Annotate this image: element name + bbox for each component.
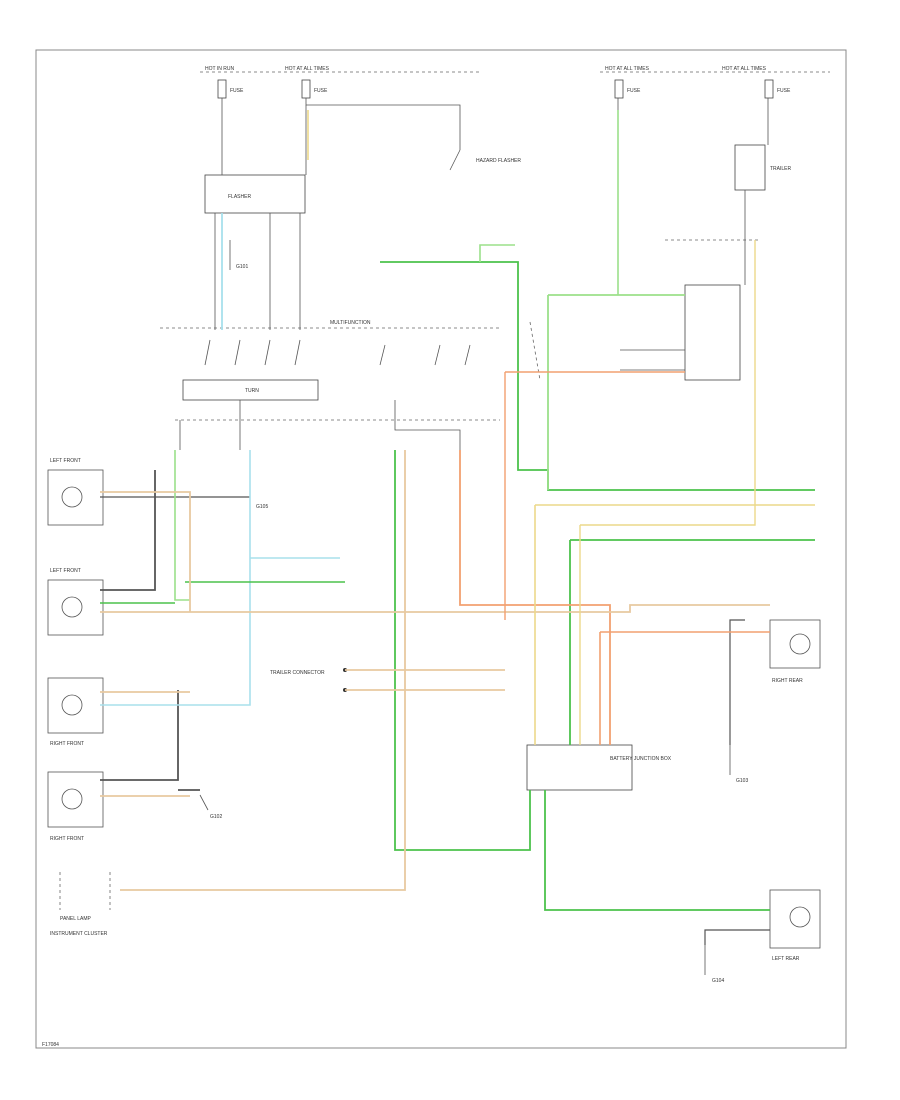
ground-g4: G104 — [704, 945, 724, 984]
right-rear-lamp: RIGHT REAR — [769, 619, 821, 684]
hazard-flasher-switch: HAZARD FLASHER — [449, 120, 521, 171]
footer-code: F17084 — [42, 1042, 59, 1048]
multifunction-switch: MULTIFUNCTION TURN — [160, 320, 500, 421]
svg-text:G102: G102 — [210, 814, 222, 820]
trailer-connector: TRAILER CONNECTOR — [270, 668, 347, 692]
ground-g5: G105 — [249, 500, 268, 510]
ground-g1: G101 — [229, 240, 248, 270]
hot-at-all-times-label-left: HOT AT ALL TIMES — [285, 66, 330, 72]
svg-text:G104: G104 — [712, 978, 724, 984]
svg-text:FUSE: FUSE — [627, 88, 641, 94]
svg-text:LEFT FRONT: LEFT FRONT — [50, 458, 81, 464]
fuse-b: FUSE — [301, 79, 328, 99]
power-header-right: HOT AT ALL TIMES HOT AT ALL TIMES — [600, 66, 830, 73]
svg-text:LEFT FRONT: LEFT FRONT — [50, 568, 81, 574]
right-front-turn-lamp: RIGHT FRONT — [47, 677, 104, 747]
svg-text:HAZARD FLASHER: HAZARD FLASHER — [476, 158, 521, 164]
svg-text:FUSE: FUSE — [314, 88, 328, 94]
hot-at-all-times-label-right-b: HOT AT ALL TIMES — [722, 66, 767, 72]
svg-text:BATTERY JUNCTION BOX: BATTERY JUNCTION BOX — [610, 756, 672, 762]
fuse-d: FUSE — [764, 79, 791, 99]
hot-at-all-times-label-right-a: HOT AT ALL TIMES — [605, 66, 650, 72]
svg-text:RIGHT REAR: RIGHT REAR — [772, 678, 803, 684]
wires-green — [100, 110, 815, 911]
hot-in-run-label: HOT IN RUN — [205, 66, 234, 72]
ground-g2: G102 — [199, 794, 222, 820]
ground-g3: G103 — [729, 745, 748, 784]
svg-text:LEFT REAR: LEFT REAR — [772, 956, 800, 962]
wires-orange-tan — [100, 240, 815, 891]
svg-text:TURN: TURN — [245, 388, 259, 394]
svg-text:FUSE: FUSE — [777, 88, 791, 94]
svg-text:RIGHT FRONT: RIGHT FRONT — [50, 836, 84, 842]
power-header-left: HOT IN RUN HOT AT ALL TIMES — [200, 66, 480, 73]
panel-lamp: PANEL LAMP INSTRUMENT CLUSTER — [50, 872, 111, 937]
svg-text:PANEL LAMP: PANEL LAMP — [60, 916, 92, 922]
svg-text:FLASHER: FLASHER — [228, 194, 251, 200]
svg-text:G103: G103 — [736, 778, 748, 784]
svg-text:RIGHT FRONT: RIGHT FRONT — [50, 741, 84, 747]
svg-text:FUSE: FUSE — [230, 88, 244, 94]
fuse-c: FUSE — [614, 79, 641, 99]
wires-light-blue — [100, 213, 340, 706]
left-rear-lamp: LEFT REAR — [769, 889, 821, 962]
svg-text:INSTRUMENT CLUSTER: INSTRUMENT CLUSTER — [50, 931, 108, 937]
left-front-park-lamp: LEFT FRONT — [47, 568, 104, 636]
svg-text:TRAILER CONNECTOR: TRAILER CONNECTOR — [270, 670, 325, 676]
svg-text:TRAILER: TRAILER — [770, 166, 792, 172]
fuse-a: FUSE — [217, 79, 244, 99]
flasher-module: FLASHER — [204, 174, 306, 214]
left-front-turn-lamp: LEFT FRONT — [47, 458, 104, 526]
trailer-relay: TRAILER — [529, 144, 792, 381]
svg-text:G101: G101 — [236, 264, 248, 270]
battery-junction-box: BATTERY JUNCTION BOX — [526, 744, 672, 791]
svg-text:MULTIFUNCTION: MULTIFUNCTION — [330, 320, 371, 326]
diagram-frame — [35, 49, 847, 1049]
svg-text:G105: G105 — [256, 504, 268, 510]
right-front-park-lamp: RIGHT FRONT — [47, 771, 104, 842]
wires-dark — [100, 98, 770, 945]
